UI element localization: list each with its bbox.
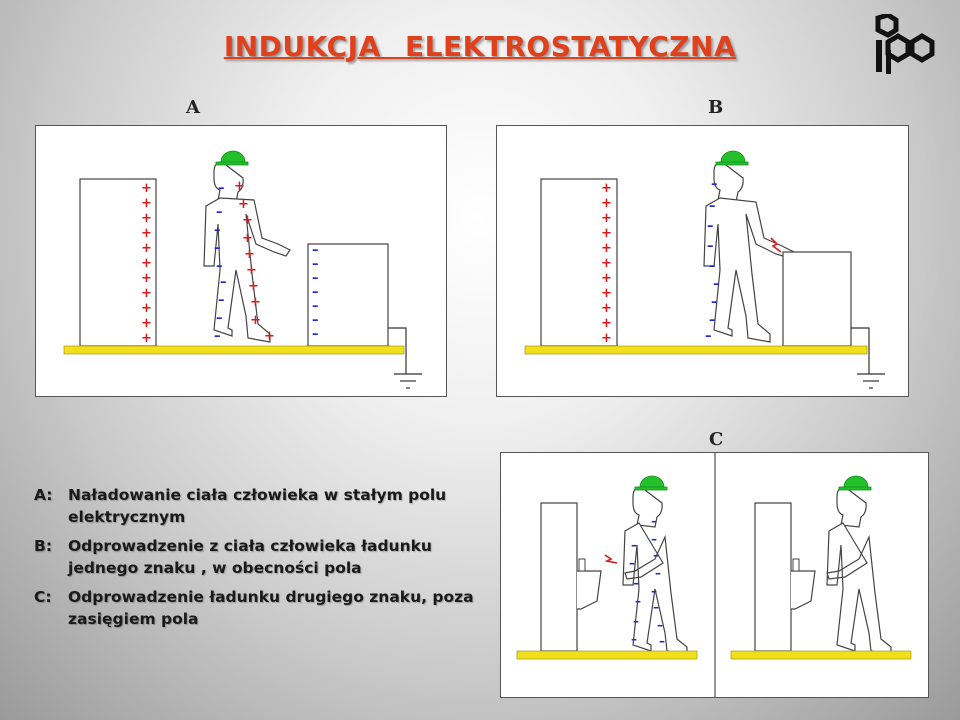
- legend-key: A:: [34, 486, 53, 504]
- page-title: INDUKCJA ELEKTROSTATYCZNA: [223, 30, 737, 63]
- minus-charge: –: [709, 259, 716, 274]
- plus-charge: +: [250, 295, 261, 310]
- legend-item-b: B: Odprowadzenie z ciała człowieka ładun…: [34, 535, 494, 580]
- plus-charge: +: [601, 256, 612, 271]
- minus-charge: –: [216, 205, 223, 220]
- panel-b-diagram: +++++++++++ –––––––––: [496, 125, 909, 397]
- minus-charge: –: [312, 285, 319, 300]
- minus-charge: –: [705, 329, 712, 344]
- legend-key: B:: [34, 536, 53, 555]
- plus-charge: +: [242, 231, 253, 246]
- plus-charge: +: [141, 301, 152, 316]
- plus-charge: +: [601, 331, 612, 346]
- plus-charge: +: [601, 196, 612, 211]
- minus-charge: –: [657, 618, 663, 632]
- minus-charge: –: [707, 239, 714, 254]
- panel-a-drawing: +++++++++++ ––––––––– ++++++++++ –––––––…: [63, 150, 422, 389]
- panel-c-diagram: ––––––––––––––: [500, 452, 929, 698]
- plus-charge: +: [250, 313, 261, 328]
- minus-charge: –: [711, 177, 718, 192]
- minus-charge: –: [659, 634, 665, 648]
- minus-charge: –: [218, 293, 225, 308]
- minus-charge: –: [713, 277, 720, 292]
- plus-charge: +: [248, 279, 259, 294]
- plus-charge: +: [242, 213, 253, 228]
- panel-a-diagram: +++++++++++ ––––––––– ++++++++++ –––––––…: [35, 125, 447, 397]
- panel-c-label: C: [709, 429, 724, 450]
- panel-b-drawing: +++++++++++ –––––––––: [524, 150, 885, 389]
- minus-charge: –: [214, 223, 221, 238]
- plus-charge: +: [141, 316, 152, 331]
- plus-charge: +: [601, 181, 612, 196]
- minus-charge: –: [711, 295, 718, 310]
- legend-key: C:: [34, 587, 52, 606]
- plus-charge: +: [141, 286, 152, 301]
- legend-text: Odprowadzenie ładunku drugiego znaku, po…: [68, 587, 474, 629]
- minus-charge: –: [631, 632, 637, 646]
- plus-charge: +: [246, 263, 257, 278]
- minus-charge: –: [214, 241, 221, 256]
- plus-charge: +: [234, 179, 245, 194]
- minus-charge: –: [214, 329, 221, 344]
- panel-a-label: A: [186, 97, 200, 118]
- plus-charge: +: [141, 331, 152, 346]
- minus-charge: –: [631, 538, 637, 552]
- minus-charge: –: [312, 271, 319, 286]
- plus-charge: +: [601, 211, 612, 226]
- minus-charge: –: [709, 199, 716, 214]
- plus-charge: +: [601, 316, 612, 331]
- plus-charge: +: [601, 271, 612, 286]
- minus-charge: –: [218, 181, 225, 196]
- minus-charge: –: [651, 584, 657, 598]
- plus-charge: +: [141, 271, 152, 286]
- legend-text: Odprowadzenie z ciała człowieka ładunku …: [68, 536, 432, 578]
- legend-item-c: C: Odprowadzenie ładunku drugiego znaku,…: [34, 586, 494, 631]
- legend-item-a: A: Naładowanie ciała człowieka w stałym …: [34, 484, 494, 529]
- minus-charge: –: [633, 614, 639, 628]
- minus-charge: –: [655, 566, 661, 580]
- minus-charge: –: [312, 299, 319, 314]
- plus-charge: +: [238, 197, 249, 212]
- minus-charge: –: [216, 259, 223, 274]
- panel-c-drawing: ––––––––––––––: [516, 453, 912, 697]
- plus-charge: +: [601, 301, 612, 316]
- plus-charge: +: [601, 226, 612, 241]
- minus-charge: –: [709, 313, 716, 328]
- plus-charge: +: [141, 181, 152, 196]
- minus-charge: –: [651, 514, 657, 528]
- plus-charge: +: [141, 241, 152, 256]
- minus-charge: –: [220, 275, 227, 290]
- minus-charge: –: [629, 556, 635, 570]
- minus-charge: –: [216, 311, 223, 326]
- minus-charge: –: [312, 257, 319, 272]
- minus-charge: –: [653, 600, 659, 614]
- minus-charge: –: [651, 532, 657, 546]
- plus-charge: +: [141, 256, 152, 271]
- minus-charge: –: [635, 594, 641, 608]
- plus-charge: +: [141, 211, 152, 226]
- person-a: [203, 161, 291, 343]
- plus-charge: +: [141, 226, 152, 241]
- minus-charge: –: [312, 313, 319, 328]
- legend-text: Naładowanie ciała człowieka w stałym pol…: [68, 486, 447, 527]
- plus-charge: +: [601, 286, 612, 301]
- plus-charge: +: [264, 329, 275, 344]
- minus-charge: –: [633, 576, 639, 590]
- plus-charge: +: [141, 196, 152, 211]
- minus-charge: –: [653, 548, 659, 562]
- minus-charge: –: [707, 219, 714, 234]
- minus-charge: –: [312, 243, 319, 258]
- plus-charge: +: [601, 241, 612, 256]
- ipo-logo-icon: [875, 14, 935, 74]
- plus-charge: +: [244, 247, 255, 262]
- minus-charge: –: [312, 327, 319, 342]
- legend: A: Naładowanie ciała człowieka w stałym …: [34, 484, 494, 637]
- panel-b-label: B: [708, 97, 724, 118]
